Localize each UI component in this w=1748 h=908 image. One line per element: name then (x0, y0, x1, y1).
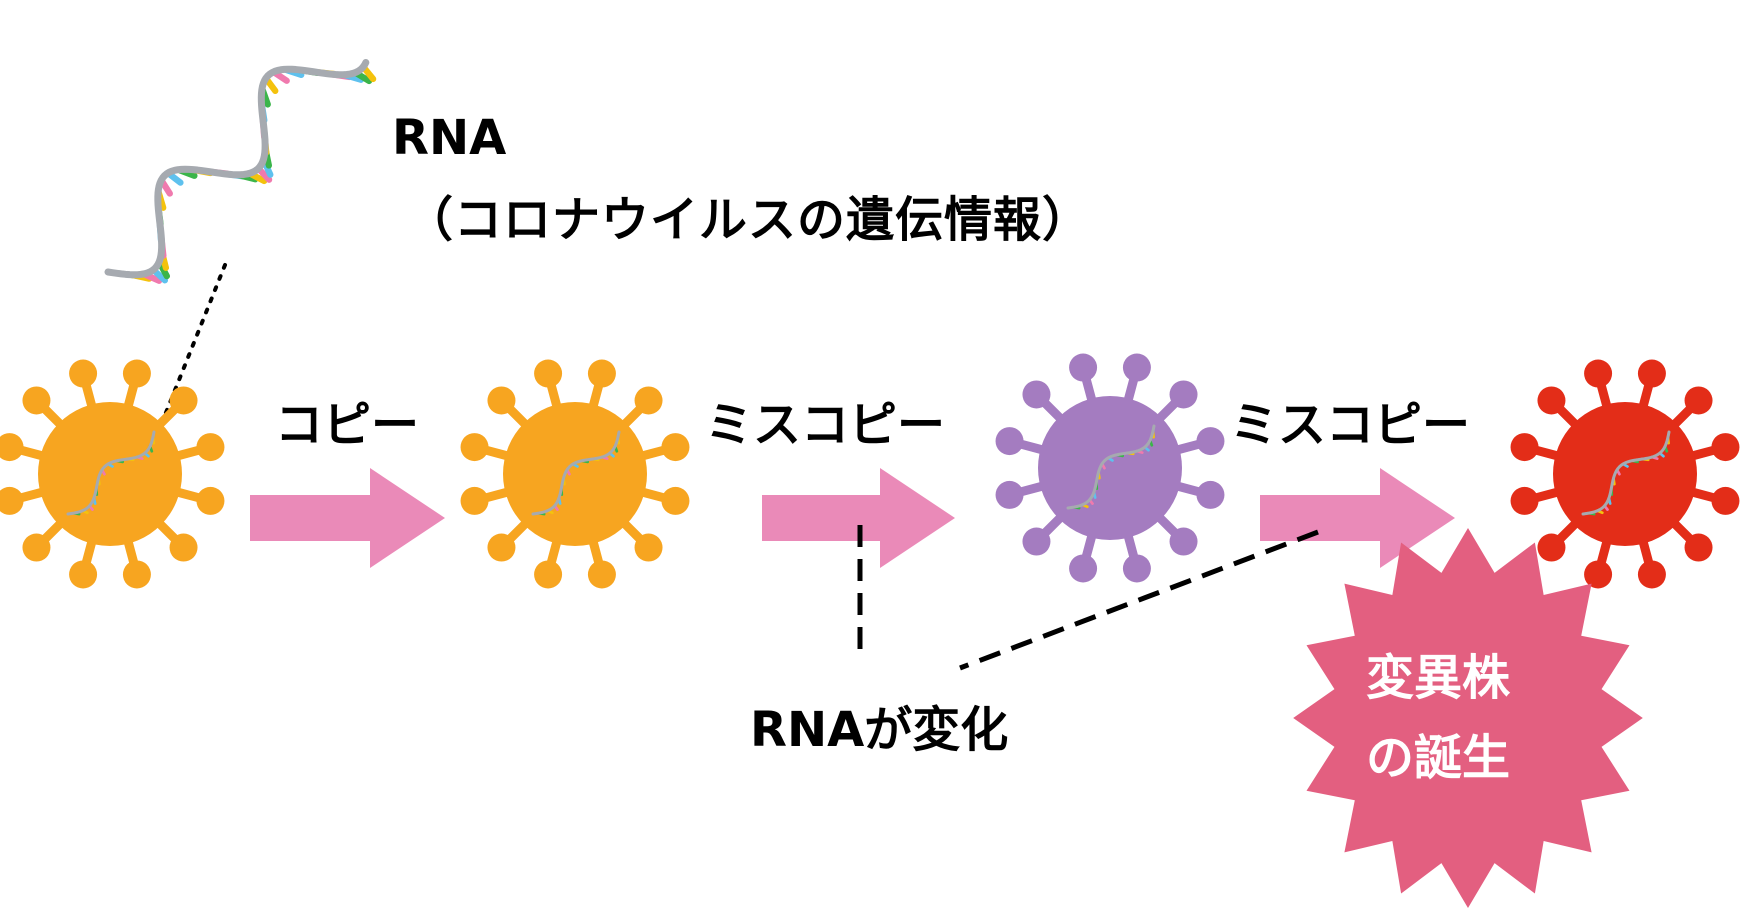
virus-spike-tip (69, 560, 98, 589)
rna-backbone (104, 59, 370, 279)
miscopy-label: ミスコピー (1230, 397, 1471, 453)
virus-spike-tip (1711, 486, 1740, 515)
rna-strand-icon (104, 59, 377, 284)
virus-spike-tip (1510, 486, 1539, 515)
rna-strand-icon (531, 430, 621, 516)
virus-body (1038, 396, 1182, 540)
virus-spike-tip (995, 480, 1024, 509)
virus-spike-tip (22, 386, 51, 415)
virus-spike-tip (1122, 353, 1151, 382)
virus-body (38, 402, 182, 546)
virus-spike-tip (169, 386, 198, 415)
variant-label-line: 変異株 (1365, 650, 1510, 706)
virus-spike-tip (661, 433, 690, 462)
arrow-right-icon (1260, 468, 1455, 568)
virus-spike-tip (1584, 560, 1613, 589)
virus-spike-tip (169, 533, 198, 562)
virus-spike-tip (122, 560, 151, 589)
virus-spike-tip (1196, 480, 1225, 509)
virus-spike-tip (1122, 554, 1151, 583)
virus-spike-tip (1684, 386, 1713, 415)
virus-spike-tip (69, 359, 98, 388)
virus-spike-tip (1584, 359, 1613, 388)
virus-spike-tip (1069, 554, 1098, 583)
virus-spike-tip (22, 533, 51, 562)
virus-spike-tip (587, 359, 616, 388)
copy-label: コピー (275, 397, 420, 453)
virus-spike-tip (460, 433, 489, 462)
burst-icon (1293, 528, 1643, 908)
rna-strand-icon (66, 430, 156, 516)
arrow-right-icon (762, 468, 955, 568)
virus-body (503, 402, 647, 546)
arrow-right-icon (250, 468, 445, 568)
virus-spike-tip (196, 433, 225, 462)
virus-spike-tip (1169, 527, 1198, 556)
virus-spike-tip (1510, 433, 1539, 462)
virus-spike-tip (1537, 386, 1566, 415)
rna-backbone (1066, 424, 1156, 510)
virus-spike-tip (1022, 527, 1051, 556)
virus-spike-tip (661, 486, 690, 515)
virus-spike-tip (0, 486, 24, 515)
rna-backbone (1581, 430, 1671, 516)
virus-icon (995, 353, 1225, 583)
rna-strand-icon (1581, 430, 1671, 516)
virus-icon (1510, 359, 1740, 589)
virus-spike-tip (122, 359, 151, 388)
virus-spike-tip (1069, 353, 1098, 382)
rna-title: RNA (392, 110, 507, 166)
virus-spike-tip (487, 386, 516, 415)
virus-spike-tip (196, 486, 225, 515)
virus-spike-tip (534, 560, 563, 589)
virus-spike-tip (1196, 427, 1225, 456)
virus-spike-tip (1684, 533, 1713, 562)
virus-spike-tip (634, 533, 663, 562)
virus-body (1553, 402, 1697, 546)
virus-spike-tip (995, 427, 1024, 456)
virus-icon (0, 359, 225, 589)
rna-backbone (531, 430, 621, 516)
virus-icon (460, 359, 690, 589)
virus-spike-tip (1537, 533, 1566, 562)
virus-spike-tip (1169, 380, 1198, 409)
virus-spike-tip (1637, 359, 1666, 388)
variant-label-line: の誕生 (1365, 730, 1510, 786)
virus-spike-tip (1711, 433, 1740, 462)
virus-spike-tip (534, 359, 563, 388)
miscopy-label: ミスコピー (705, 397, 946, 453)
rna-changed-label: RNAが変化 (750, 702, 1009, 758)
virus-spike-tip (587, 560, 616, 589)
virus-spike-tip (0, 433, 24, 462)
virus-spike-tip (1022, 380, 1051, 409)
virus-spike-tip (634, 386, 663, 415)
virus-spike-tip (460, 486, 489, 515)
virus-spike-tip (487, 533, 516, 562)
virus-spike-tip (1637, 560, 1666, 589)
rna-subtitle: （コロナウイルスの遺伝情報） (405, 192, 1092, 248)
change-pointer-line (959, 529, 1319, 671)
rna-strand-icon (1066, 424, 1156, 510)
rna-backbone (66, 430, 156, 516)
variant-birth-label: 変異株 の誕生 (1328, 638, 1548, 798)
